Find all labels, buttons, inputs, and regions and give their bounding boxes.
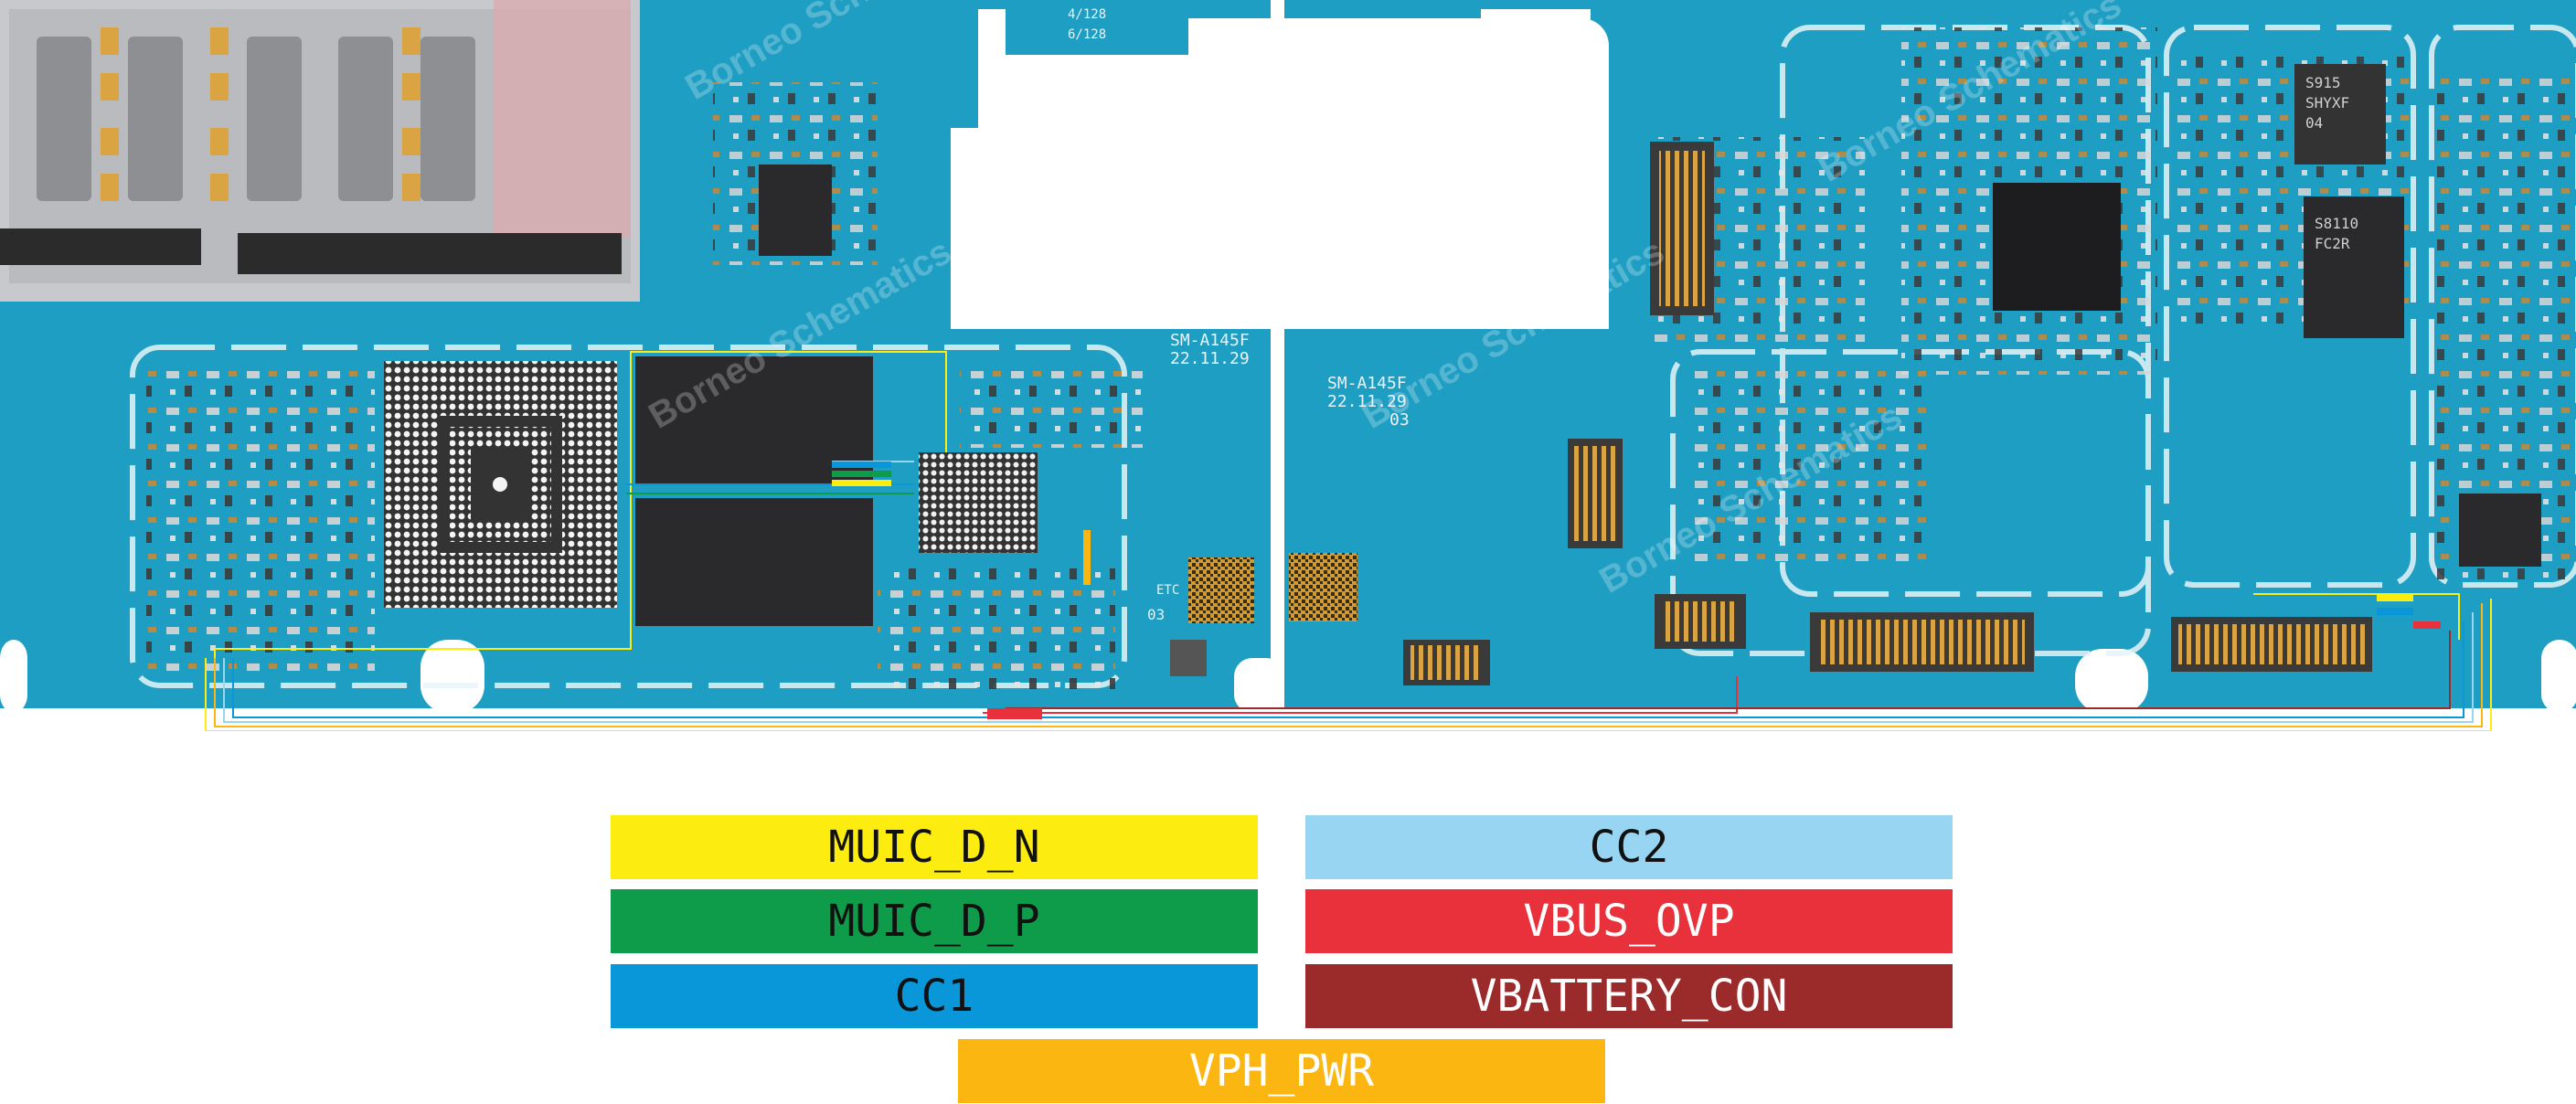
- svg-text:SHYXF: SHYXF: [2305, 94, 2349, 111]
- connector-top-label-1: 4/128: [1068, 7, 1106, 22]
- legend-label: CC1: [894, 971, 974, 1022]
- legend-cc1: CC1: [611, 964, 1258, 1028]
- legend-label: VPH_PWR: [1188, 1046, 1375, 1097]
- sim-tray: [0, 0, 640, 302]
- legend-vbattery-con: VBATTERY_CON: [1305, 964, 1953, 1028]
- legend-vph-pwr: VPH_PWR: [958, 1039, 1605, 1103]
- trace-highlights: [832, 462, 2441, 719]
- legend-cc2: CC2: [1305, 815, 1953, 879]
- pcb-board-diagram: 4/128 6/128 S915 SHYXF 04 S8110 FC2R: [0, 0, 2576, 731]
- legend-label: VBATTERY_CON: [1470, 971, 1788, 1022]
- right-chip-s8110: [2304, 196, 2404, 338]
- legend-label: MUIC_D_P: [828, 896, 1040, 947]
- svg-text:FC2R: FC2R: [2315, 235, 2350, 252]
- model-label-right: SM-A145F: [1327, 374, 1407, 393]
- memory-chip-lower: [635, 498, 873, 626]
- qr-code-right: [1289, 553, 1357, 621]
- qr-code-left: [1188, 557, 1254, 623]
- legend-vbus-ovp: VBUS_OVP: [1305, 889, 1953, 953]
- legend-label: MUIC_D_N: [828, 822, 1040, 873]
- date-label-left: 22.11.29: [1170, 349, 1250, 368]
- legend-muic-d-p: MUIC_D_P: [611, 889, 1258, 953]
- code-label-left: 03: [1147, 606, 1165, 623]
- date-label-right: 22.11.29: [1327, 392, 1407, 411]
- connector-top-label-2: 6/128: [1068, 27, 1106, 42]
- connectors: [1170, 142, 2372, 685]
- code-label-right: 03: [1389, 410, 1410, 430]
- right-chip-main: [1993, 183, 2121, 311]
- legend-label: CC2: [1589, 822, 1669, 873]
- soc-bga-chip: [384, 361, 617, 608]
- svg-text:S8110: S8110: [2315, 215, 2358, 232]
- pmic-bga-chip: [919, 452, 1038, 553]
- right-chip-s915: [2294, 64, 2386, 165]
- svg-text:S915: S915: [2305, 74, 2341, 91]
- legend-muic-d-n: MUIC_D_N: [611, 815, 1258, 879]
- etc-label: ETC: [1156, 583, 1179, 598]
- svg-text:04: 04: [2305, 114, 2323, 132]
- legend-label: VBUS_OVP: [1523, 896, 1735, 947]
- model-label-left: SM-A145F: [1170, 331, 1250, 350]
